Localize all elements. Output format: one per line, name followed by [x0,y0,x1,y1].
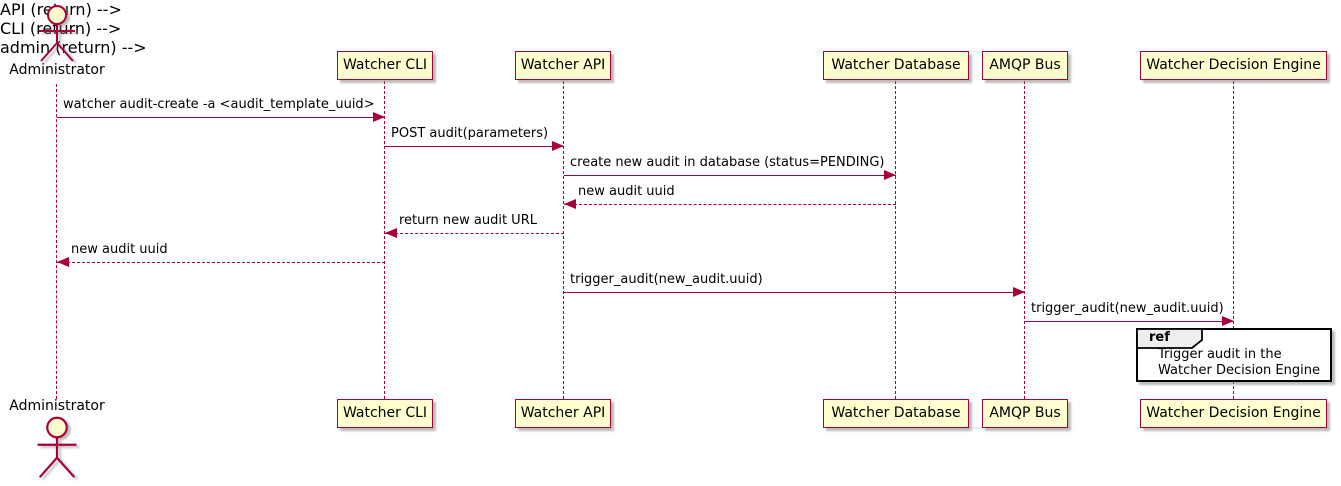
message-label: watcher audit-create -a <audit_template_… [63,97,375,112]
participant-watcher-cli-bottom: Watcher CLI [337,399,433,428]
ref-text-line2: Watcher Decision Engine [1158,363,1320,378]
message-line [385,233,564,234]
message-line [57,262,385,263]
message-label: return new audit URL [399,213,537,228]
actor-administrator-icon-top [39,5,75,62]
lifeline-administrator [56,84,57,399]
ref-tab-icon [1136,328,1203,349]
message-label: new audit uuid [71,242,168,257]
message-label: POST audit(parameters) [391,126,549,141]
arrowhead-icon [1222,316,1234,326]
participant-watcher-api-bottom: Watcher API [515,399,611,428]
actor-administrator-label-top: Administrator [9,62,105,78]
ref-fragment: ref Trigger audit in the Watcher Decisio… [1136,328,1332,382]
ref-text: Trigger audit in the Watcher Decision En… [1158,347,1320,379]
actor-administrator-icon-bottom [37,416,77,478]
message-line [564,175,896,176]
arrowhead-icon [385,228,397,238]
participant-watcher-cli-top: Watcher CLI [337,51,433,80]
arrowhead-icon [373,112,385,122]
participant-watcher-decision-engine-bottom: Watcher Decision Engine [1140,399,1327,428]
lifeline-watcher-api [563,81,564,399]
participant-watcher-database-top: Watcher Database [823,51,969,80]
participant-watcher-api-top: Watcher API [515,51,611,80]
participant-amqp-bus-bottom: AMQP Bus [982,399,1068,428]
message-label: trigger_audit(new_audit.uuid) [1031,301,1224,316]
ref-text-line1: Trigger audit in the [1158,347,1282,362]
message-line [564,292,1025,293]
lifeline-watcher-database [895,81,896,399]
message-label: create new audit in database (status=PEN… [570,155,885,170]
message-line [1025,321,1234,322]
lifeline-amqp-bus [1024,81,1025,399]
arrowhead-icon [57,257,69,267]
actor-administrator-label-bottom: Administrator [9,398,105,414]
arrowhead-icon [1013,287,1025,297]
participant-amqp-bus-top: AMQP Bus [982,51,1068,80]
ref-keyword: ref [1149,330,1170,345]
arrowhead-icon [552,141,564,151]
arrowhead-icon [884,170,896,180]
participant-watcher-database-bottom: Watcher Database [823,399,969,428]
message-label: new audit uuid [578,184,675,199]
message-line [564,204,896,205]
lifeline-watcher-decision-engine [1233,81,1234,399]
message-label: trigger_audit(new_audit.uuid) [570,272,763,287]
arrowhead-icon [564,199,576,209]
message-line [385,146,564,147]
message-line [57,117,385,118]
lifeline-watcher-cli [384,81,385,399]
participant-watcher-decision-engine-top: Watcher Decision Engine [1140,51,1327,80]
